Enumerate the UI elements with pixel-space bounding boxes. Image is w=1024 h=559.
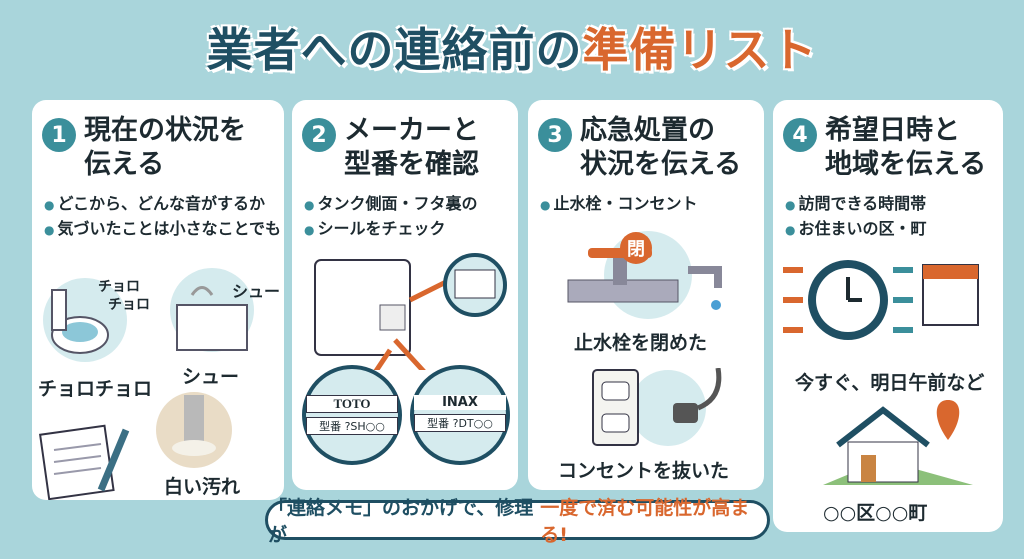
- clock-calendar-icon: [783, 260, 979, 340]
- bullet-list: 訪問できる時間帯お住まいの区・町: [773, 192, 1003, 242]
- banner-highlight: 一度で済む可能性が高まる!: [540, 497, 750, 546]
- sound-caption: チョロ: [98, 279, 140, 295]
- sound-caption: シュー: [182, 366, 240, 388]
- title-main: 業者への連絡前の: [206, 23, 583, 77]
- step-number: 3: [538, 118, 572, 152]
- sound-caption: チョロチョロ: [38, 378, 153, 400]
- toilet-icon: [43, 278, 127, 362]
- tank-icon: [170, 268, 254, 352]
- step-number: 1: [42, 118, 76, 152]
- bullet-list: タンク側面・フタ裏のシールをチェック: [292, 192, 518, 242]
- area-caption: ○○区○○町: [823, 502, 928, 524]
- panel-heading: 現在の状況を伝える: [84, 115, 246, 180]
- outlet-plug-icon: [592, 368, 722, 446]
- panel-heading: 希望日時と地域を伝える: [825, 115, 987, 180]
- title-highlight: 準備リスト: [582, 23, 818, 77]
- time-caption: 今すぐ、明日午前など: [795, 372, 985, 394]
- sound-caption: シュー: [232, 282, 281, 301]
- bullet-list: 止水栓・コンセント: [528, 192, 764, 217]
- tank-illustration: [314, 253, 507, 370]
- page-title: 業者への連絡前の準備リスト: [0, 14, 1024, 80]
- panel-heading: メーカーと型番を確認: [344, 115, 479, 180]
- pipe-stain-icon: [156, 392, 232, 468]
- step-number: 2: [302, 118, 336, 152]
- sound-caption: チョロ: [108, 297, 150, 313]
- bullet-list: どこから、どんな音がするか気づいたことは小さなことでも: [32, 192, 284, 242]
- banner-text: 「連絡メモ」のおかげで、修理が: [268, 497, 534, 546]
- outlet-caption: コンセントを抜いた: [558, 460, 730, 482]
- valve-caption: 止水栓を閉めた: [574, 332, 708, 354]
- closed-badge: 閉: [620, 232, 652, 264]
- step-number: 4: [783, 118, 817, 152]
- stain-caption: 白い汚れ: [164, 476, 241, 498]
- notepad-icon: [39, 424, 130, 500]
- house-location-icon: [823, 400, 973, 485]
- bottom-banner: 「連絡メモ」のおかげで、修理が一度で済む可能性が高まる!: [265, 497, 770, 546]
- panel-heading: 応急処置の状況を伝える: [580, 115, 742, 180]
